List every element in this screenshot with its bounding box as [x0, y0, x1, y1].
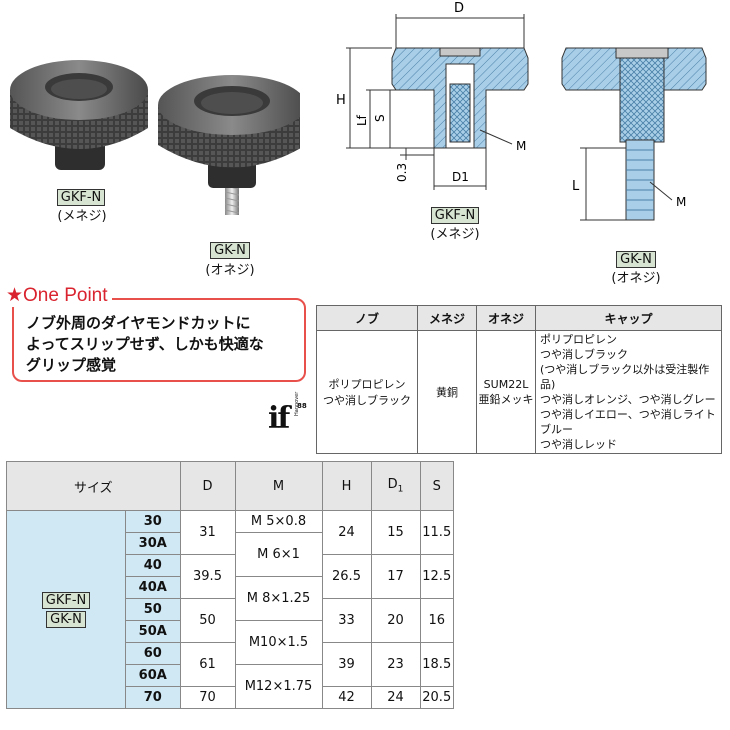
d1-cell: 17 — [370, 554, 421, 599]
one-point-line-3: グリップ感覚 — [26, 356, 117, 374]
gk-n-photo-label: GK-N — [210, 242, 250, 259]
size-cell: 70 — [125, 686, 181, 709]
s-cell: 11.5 — [419, 510, 454, 555]
product-photos — [10, 60, 300, 215]
d1-cell: 20 — [370, 598, 421, 643]
m-cell: M12×1.75 — [234, 664, 323, 709]
one-point-box — [12, 298, 306, 382]
drawing-left-sub: (メネジ) — [430, 227, 480, 242]
series-labels: GKF-N GK-N — [6, 510, 126, 709]
d-cell: 50 — [179, 598, 236, 643]
size-cell: 30A — [125, 532, 181, 555]
d1-cell: 23 — [370, 642, 421, 687]
spec-header-d1: D1 — [370, 461, 421, 511]
dim-m: M — [516, 139, 526, 153]
dim-d1: D1 — [452, 170, 469, 184]
size-cell: 40A — [125, 576, 181, 599]
mat-header-knob: ノブ — [316, 305, 418, 331]
logo-num: 88 — [297, 402, 307, 410]
size-cell: 60 — [125, 642, 181, 665]
spec-header-size: サイズ — [6, 461, 181, 511]
mat-male: SUM22L 亜鉛メッキ — [476, 330, 536, 454]
d1-cell: 24 — [370, 686, 421, 709]
size-cell: 50A — [125, 620, 181, 643]
m-cell: M 5×0.8 — [234, 510, 323, 533]
mat-cap: ポリプロピレン つや消しブラック (つや消しブラック以外は受注製作品) つや消し… — [535, 330, 722, 454]
gkf-n-photo — [10, 60, 148, 170]
dim-d: D — [454, 1, 464, 16]
d-cell: 31 — [179, 510, 236, 555]
size-cell: 30 — [125, 510, 181, 533]
logo-mark: if — [268, 401, 290, 436]
d-cell: 61 — [179, 642, 236, 687]
dim-gap: 0.3 — [395, 163, 409, 182]
gk-n-photo — [158, 75, 300, 215]
logo-text: Hannover — [294, 391, 300, 416]
s-cell: 20.5 — [419, 686, 454, 709]
dim-h: H — [336, 93, 346, 108]
s-cell: 18.5 — [419, 642, 454, 687]
mat-header-male: オネジ — [476, 305, 536, 331]
size-cell: 60A — [125, 664, 181, 687]
drawing-right-sub: (オネジ) — [611, 271, 661, 286]
mat-header-cap: キャップ — [535, 305, 722, 331]
spec-table: サイズ D M H D1 S GKF-N GK-N 30 31 M 5×0.8 … — [6, 461, 454, 709]
d1-cell: 15 — [370, 510, 421, 555]
drawing-left-label: GKF-N — [430, 207, 480, 224]
size-cell: 40 — [125, 554, 181, 577]
s-cell: 16 — [419, 598, 454, 643]
gk-n-photo-sub: (オネジ) — [205, 263, 255, 278]
drawing-right-label: GK-N — [616, 251, 656, 268]
gkf-n-photo-sub: (メネジ) — [57, 209, 107, 224]
mat-female: 黄銅 — [417, 330, 477, 454]
m-cell: M10×1.5 — [234, 620, 323, 665]
dim-m2: M — [676, 195, 686, 209]
one-point-line-2: よってスリップせず、しかも快適な — [26, 335, 264, 353]
dim-s: S — [373, 114, 387, 122]
mat-header-female: メネジ — [417, 305, 477, 331]
gkf-n-photo-label: GKF-N — [56, 189, 106, 206]
spec-header-m: M — [234, 461, 323, 511]
dim-lf: Lf — [355, 114, 369, 126]
one-point-line-1: ノブ外周のダイヤモンドカットに — [26, 314, 251, 332]
if-design-logo: if 88 Hannover — [268, 392, 308, 442]
h-cell: 33 — [321, 598, 372, 643]
h-cell: 26.5 — [321, 554, 372, 599]
h-cell: 39 — [321, 642, 372, 687]
s-cell: 12.5 — [419, 554, 454, 599]
m-cell: M 6×1 — [234, 532, 323, 577]
h-cell: 42 — [321, 686, 372, 709]
h-cell: 24 — [321, 510, 372, 555]
materials-table: ノブ メネジ オネジ キャップ ポリプロピレン つや消しブラック 黄銅 SUM2… — [316, 305, 722, 454]
spec-header-d: D — [179, 461, 236, 511]
one-point-title: ★One Point — [6, 285, 112, 307]
mat-knob: ポリプロピレン つや消しブラック — [316, 330, 418, 454]
d-cell: 70 — [179, 686, 236, 709]
d-cell: 39.5 — [179, 554, 236, 599]
dim-l: L — [572, 179, 580, 194]
spec-header-s: S — [419, 461, 454, 511]
size-cell: 50 — [125, 598, 181, 621]
spec-header-h: H — [321, 461, 372, 511]
m-cell: M 8×1.25 — [234, 576, 323, 621]
technical-drawings: D H Lf S 0.3 D1 M L M — [336, 1, 707, 221]
